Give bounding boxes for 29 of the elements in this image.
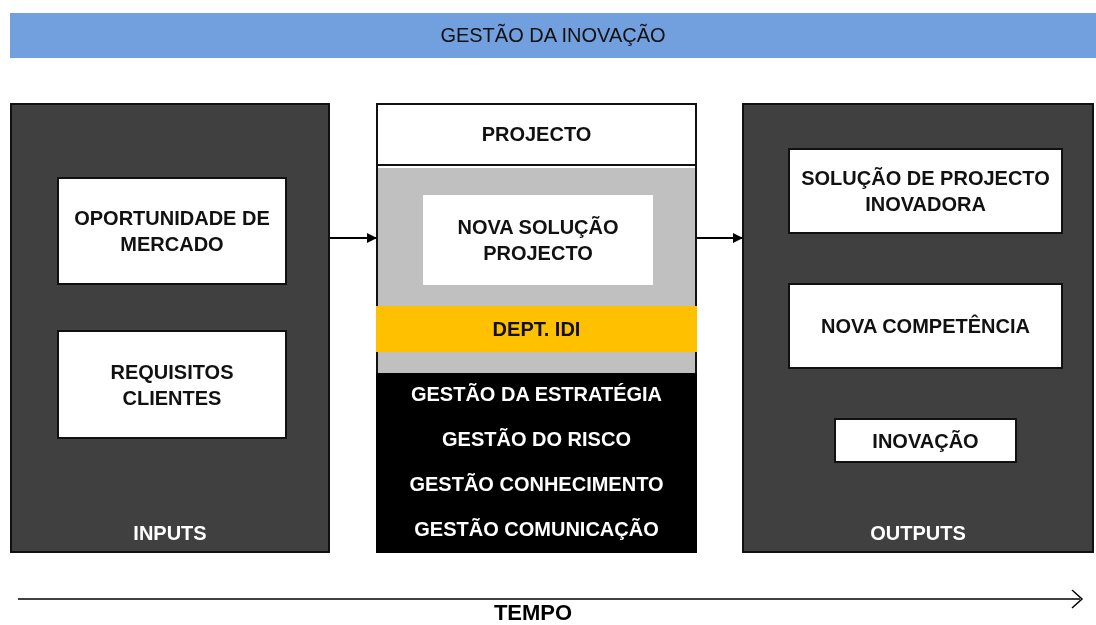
process-box [834,418,1017,463]
box-label: GESTÃO CONHECIMENTO [408,472,665,497]
process-box [57,177,287,285]
process-box [788,148,1063,234]
input-panel [10,103,330,553]
arrow [329,233,377,243]
box-label: GESTÃO DA ESTRATÉGIA [409,382,664,407]
process-box [57,330,287,439]
box-label: INPUTS [132,521,208,546]
box-label: OUTPUTS [869,521,967,546]
box-label: REQUISITOS CLIENTES [109,359,235,411]
title-text: GESTÃO DA INOVAÇÃO [440,24,666,47]
project-column [376,103,697,553]
process-box [423,195,653,285]
box-label: NOVA COMPETÊNCIA [821,313,1030,339]
output-panel [742,103,1094,553]
box-label: SOLUÇÃO DE PROJECTO INOVADORA [800,166,1051,217]
process-box [788,283,1063,369]
arrow [696,233,743,243]
box-label: INOVAÇÃO [872,428,979,454]
box-label: GESTÃO COMUNICAÇÃO [413,517,660,542]
box-label: OPORTUNIDADE DE MERCADO [73,206,271,257]
box-label: GESTÃO DO RISCO [441,427,632,452]
box-label: DEPT. IDI [492,317,581,342]
box-label: PROJECTO [480,122,593,147]
axis-label: TEMPO [492,600,574,625]
management-band [376,373,697,553]
box-label: NOVA SOLUÇÃO PROJECTO [456,215,620,266]
department-band [376,306,697,352]
